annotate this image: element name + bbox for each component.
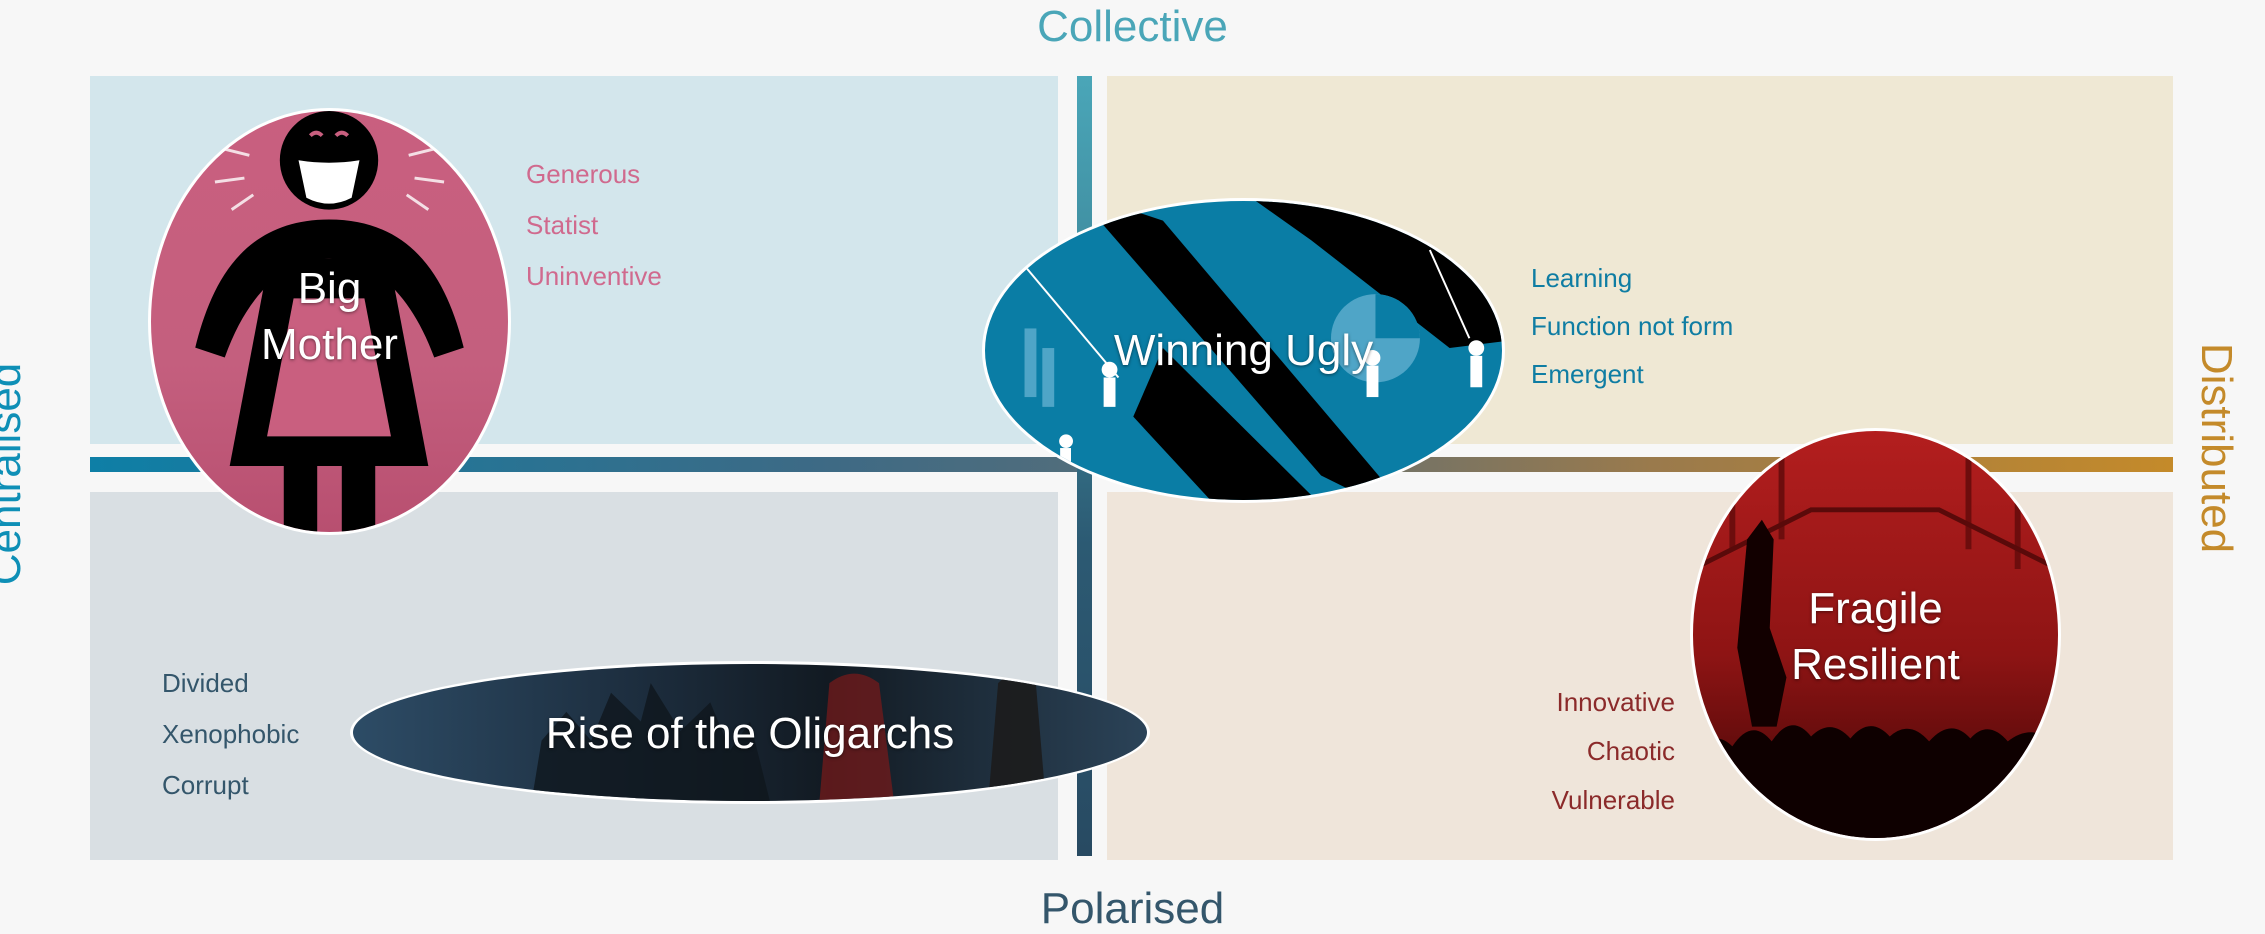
axis-label-top: Collective	[1037, 2, 1228, 51]
big-mother-scenario: Big Mother	[148, 108, 511, 535]
oligarchs-title: Rise of the Oligarchs	[545, 709, 955, 758]
fragile-resilient-title: Fragile Resilient	[1791, 584, 1960, 689]
trait: Vulnerable	[1551, 785, 1675, 815]
winning-ugly-traits: Learning Function not form Emergent	[1531, 254, 1733, 398]
woman-with-mask-icon	[195, 111, 464, 532]
trait: Corrupt	[162, 770, 249, 800]
trait: Statist	[526, 210, 599, 240]
winning-ugly-title: Winning Ugly	[1113, 326, 1374, 375]
axis-label-right: Distributed	[2192, 342, 2241, 554]
trait: Function not form	[1531, 311, 1734, 341]
crowd-silhouette-icon	[531, 673, 1046, 801]
winning-ugly-scenario: Winning Ugly	[982, 198, 1505, 503]
trait: Emergent	[1531, 359, 1644, 389]
fragile-resilient-scenario: Fragile Resilient	[1690, 428, 2061, 841]
big-mother-title: Big Mother	[261, 264, 398, 369]
trait: Xenophobic	[162, 719, 300, 749]
trait: Innovative	[1556, 687, 1675, 717]
trait: Divided	[162, 668, 249, 698]
oligarchs-scenario: Rise of the Oligarchs	[350, 661, 1150, 804]
red-crowd-icon	[1693, 431, 2058, 838]
axis-label-bottom: Polarised	[1040, 884, 1225, 933]
trait: Learning	[1531, 263, 1633, 293]
climbers-on-chain-icon	[1018, 201, 1502, 500]
trait: Uninventive	[526, 261, 662, 291]
oligarchs-traits: Divided Xenophobic Corrupt	[162, 658, 299, 811]
fragile-traits: Innovative Chaotic Vulnerable	[1480, 678, 1675, 825]
axis-label-left: Centralised	[0, 362, 30, 586]
trait: Generous	[526, 159, 641, 189]
trait: Chaotic	[1586, 736, 1675, 766]
big-mother-traits: Generous Statist Uninventive	[526, 149, 662, 302]
